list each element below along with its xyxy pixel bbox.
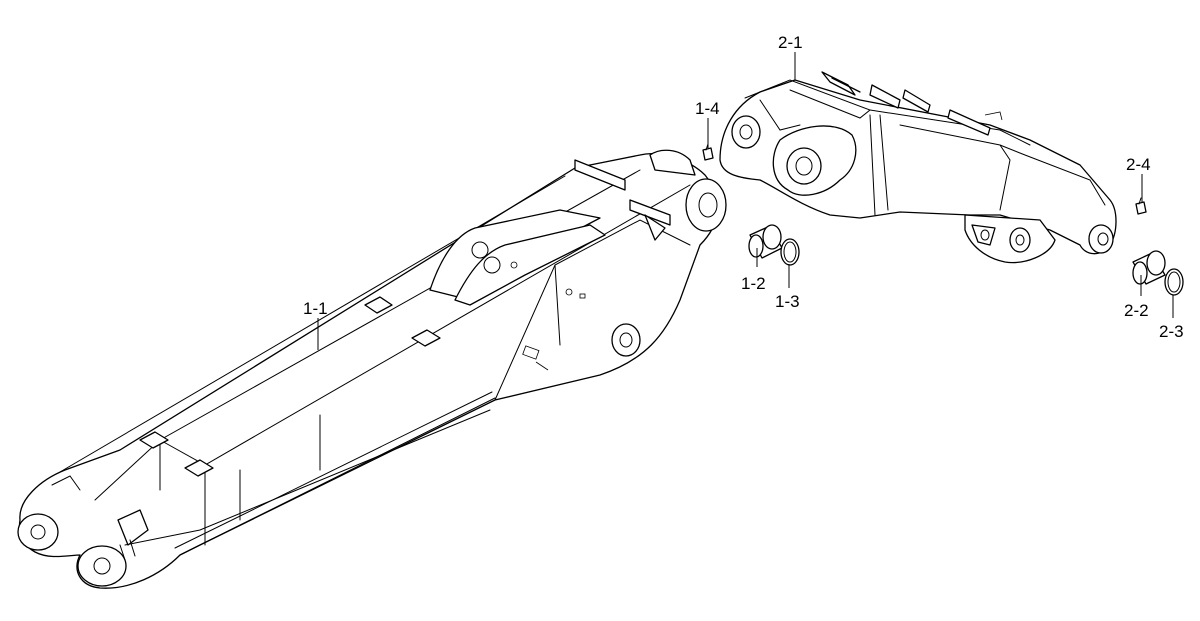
- callout-2-1: 2-1: [778, 33, 803, 52]
- bushing-1-2: [748, 224, 783, 259]
- leader-lines: [317, 52, 1174, 350]
- ring-1-3: [780, 238, 800, 266]
- ring-2-3: [1164, 268, 1184, 296]
- callout-1-4: 1-4: [695, 99, 720, 118]
- bushing-2-2: [1132, 250, 1166, 285]
- callout-1-2: 1-2: [741, 274, 766, 293]
- grease-nipple-2-4: [1135, 197, 1147, 215]
- arm-assembly: [17, 149, 727, 589]
- callout-1-3: 1-3: [775, 292, 800, 311]
- callout-2-3: 2-3: [1159, 322, 1184, 341]
- boom-assembly: [719, 71, 1117, 264]
- callout-2-4: 2-4: [1126, 155, 1151, 174]
- callout-2-2: 2-2: [1124, 301, 1149, 320]
- callout-1-1: 1-1: [303, 299, 328, 318]
